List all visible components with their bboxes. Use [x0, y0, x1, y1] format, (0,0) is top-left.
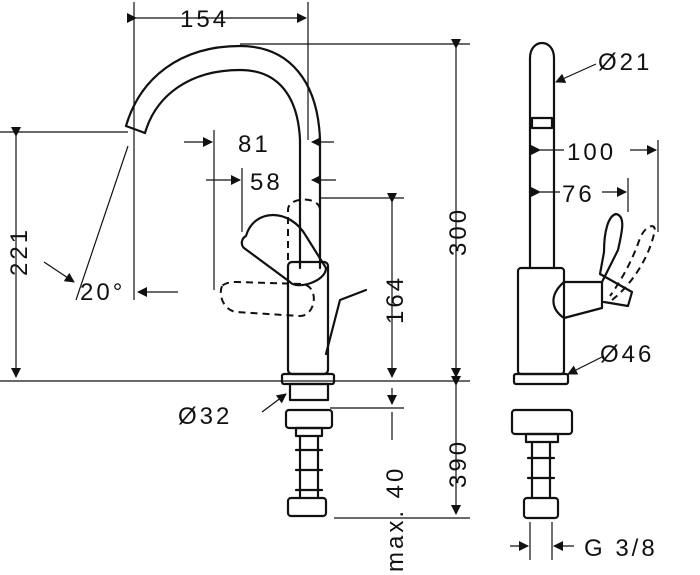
dim-angle-line	[75, 145, 129, 301]
side-lever	[598, 212, 634, 308]
front-mount-nut	[284, 408, 334, 430]
dim-390-label: 390	[445, 439, 472, 488]
side-lever-open	[609, 225, 656, 301]
front-spout-inner	[143, 68, 302, 270]
front-threaded-shank	[294, 434, 324, 500]
side-view: Ø21 100 76 Ø46 G 3/8	[510, 41, 659, 562]
front-lever-vertical-dashed	[287, 198, 321, 260]
front-base-plate	[280, 372, 336, 386]
side-body	[516, 266, 566, 376]
dim-reach-label: 154	[180, 6, 229, 33]
front-pull-rod	[324, 288, 368, 356]
front-lever-open	[219, 280, 315, 318]
front-base-ring	[288, 382, 330, 402]
dim-58-label: 58	[250, 169, 283, 196]
dim-angle-arrow-left	[43, 261, 75, 283]
side-threaded-shank	[526, 440, 556, 500]
side-mount-washer	[524, 432, 560, 444]
dim-32-label: Ø32	[178, 403, 232, 430]
front-body	[286, 260, 330, 376]
dim-46-leader	[567, 355, 605, 375]
side-spout	[528, 41, 556, 270]
dim-46-label: Ø46	[600, 341, 654, 368]
front-lever	[240, 213, 328, 287]
dim-thread-label: G 3/8	[584, 535, 658, 562]
dim-221-label: 221	[6, 227, 33, 276]
dim-76-label: 76	[562, 181, 595, 208]
front-mount-washer	[294, 426, 324, 438]
side-base-plate	[512, 372, 570, 386]
dim-81-label: 81	[238, 131, 271, 158]
side-lever-housing	[552, 280, 604, 320]
dim-300-label: 300	[445, 207, 472, 256]
dim-40-label: max. 40	[382, 466, 409, 572]
front-spout-tip	[124, 124, 147, 135]
dim-21-label: Ø21	[598, 49, 652, 76]
side-spout-tip	[530, 116, 554, 130]
side-hose-connector	[522, 496, 560, 520]
front-spout	[124, 44, 322, 270]
dim-164-label: 164	[382, 275, 409, 324]
side-mount-nut	[510, 408, 574, 436]
dim-21-leader	[555, 63, 597, 83]
dim-100-label: 100	[567, 139, 616, 166]
dim-angle-label: 20°	[80, 279, 125, 306]
front-hose-connector	[286, 496, 328, 518]
front-view: 154 81 58 300 221 164 20° Ø32	[0, 2, 472, 572]
dim-32-leader	[261, 393, 287, 413]
